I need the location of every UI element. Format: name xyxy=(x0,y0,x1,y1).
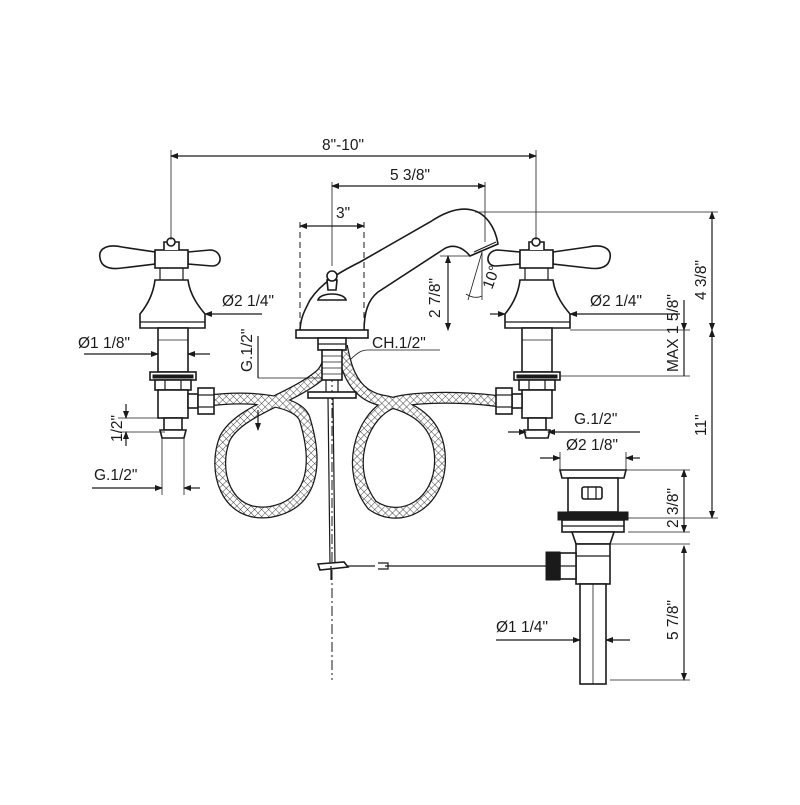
dim-overall-spread: 8"-10" xyxy=(322,137,364,154)
dim-inlet-length: 1/2" xyxy=(109,415,126,442)
dim-tailpiece-dia: Ø1 1/4" xyxy=(496,619,548,636)
right-handle-valve xyxy=(487,237,612,439)
dim-drain-flange: Ø2 1/8" xyxy=(566,437,618,454)
dim-handle-base-left: Ø2 1/4" xyxy=(222,293,274,310)
dim-spout-height: 2 7/8" xyxy=(427,278,444,318)
dim-drain-height: 2 3/8" xyxy=(665,488,682,528)
pop-up-drain xyxy=(545,469,629,685)
dim-inlet-thread-left: G.1/2" xyxy=(94,467,137,484)
dim-spout-inlet-thread: G.1/2" xyxy=(239,329,256,372)
dim-max-deck: MAX 1 5/8" xyxy=(665,294,682,372)
dim-tailpiece-length: 5 7/8" xyxy=(665,600,682,640)
right-braided-hose xyxy=(336,344,498,519)
dim-valve-body: Ø1 1/8" xyxy=(78,335,130,352)
dim-spout-reach: 5 3/8" xyxy=(390,167,430,184)
dim-handle-base-right: Ø2 1/4" xyxy=(590,293,642,310)
dim-spout-offset: 3" xyxy=(336,205,350,222)
lift-rod xyxy=(316,397,555,580)
spout xyxy=(295,208,499,399)
dim-lift-rod: CH.1/2" xyxy=(372,335,426,352)
left-handle-valve xyxy=(98,237,221,439)
dim-under-deck-height: 11" xyxy=(693,414,710,436)
dim-inlet-thread-right: G.1/2" xyxy=(574,411,617,428)
left-braided-hose xyxy=(204,344,336,519)
dim-total-height: 4 3/8" xyxy=(693,260,710,300)
dim-spout-angle: 10° xyxy=(480,264,504,292)
